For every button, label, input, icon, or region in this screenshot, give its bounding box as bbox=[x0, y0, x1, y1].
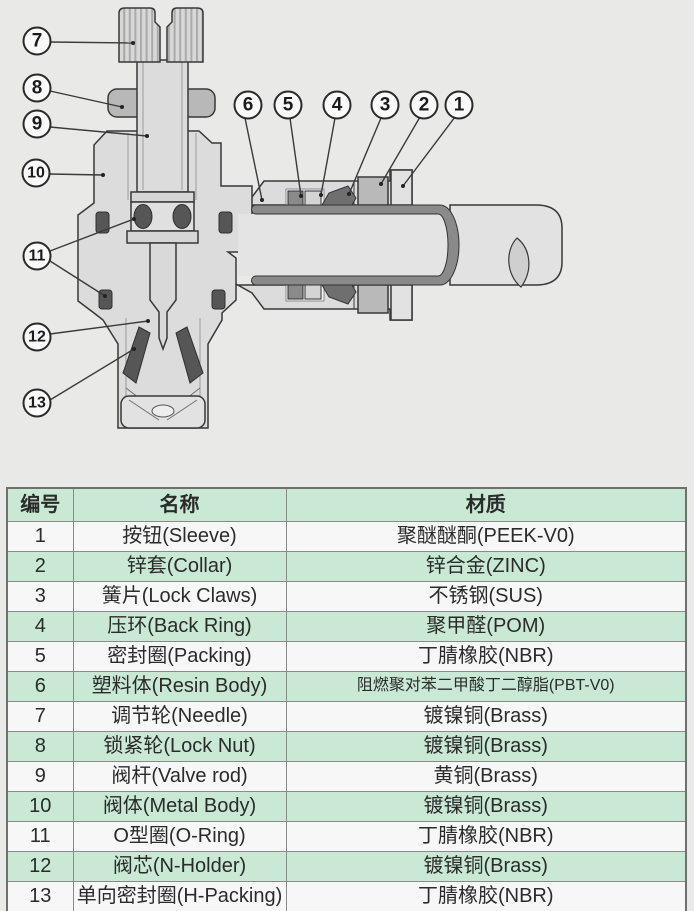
table-row: 12 阀芯(N-Holder) 镀镍铜(Brass) bbox=[6, 851, 687, 882]
callout-12-label: 12 bbox=[28, 329, 46, 346]
table-header-row: 编号 名称 材质 bbox=[6, 487, 687, 522]
callout-1-label: 1 bbox=[454, 95, 465, 116]
header-material: 材质 bbox=[285, 487, 687, 522]
callout-8: 8 bbox=[22, 73, 52, 103]
row-material-cell: 丁腈橡胶(NBR) bbox=[285, 641, 687, 672]
valve-cross-section-diagram: 7 8 9 10 11 12 13 6 bbox=[21, 7, 563, 429]
row-name-cell: 阀体(Metal Body) bbox=[72, 791, 287, 822]
row-id-cell: 8 bbox=[6, 731, 74, 762]
callout-10: 10 bbox=[21, 158, 51, 188]
callout-5-label: 5 bbox=[283, 95, 294, 116]
rod-o-ring-left bbox=[133, 204, 153, 229]
rod-o-ring-right bbox=[172, 204, 192, 229]
back-ring bbox=[304, 190, 322, 300]
row-name-cell: 按钮(Sleeve) bbox=[72, 521, 287, 552]
row-id-cell: 10 bbox=[6, 791, 74, 822]
row-id-cell: 9 bbox=[6, 761, 74, 792]
table-row: 4 压环(Back Ring) 聚甲醛(POM) bbox=[6, 611, 687, 642]
callout-4: 4 bbox=[322, 90, 352, 120]
table-row: 10 阀体(Metal Body) 镀镍铜(Brass) bbox=[6, 791, 687, 822]
row-material-cell: 不锈钢(SUS) bbox=[285, 581, 687, 612]
callout-7-label: 7 bbox=[32, 31, 43, 52]
row-material-cell: 黄铜(Brass) bbox=[285, 761, 687, 792]
callout-12: 12 bbox=[22, 322, 52, 352]
table-row: 8 锁紧轮(Lock Nut) 镀镍铜(Brass) bbox=[6, 731, 687, 762]
row-id-cell: 7 bbox=[6, 701, 74, 732]
row-name-cell: 锁紧轮(Lock Nut) bbox=[72, 731, 287, 762]
callout-1: 1 bbox=[444, 90, 474, 120]
table-row: 9 阀杆(Valve rod) 黄铜(Brass) bbox=[6, 761, 687, 792]
callout-11-label: 11 bbox=[29, 248, 46, 265]
row-material-cell: 聚甲醛(POM) bbox=[285, 611, 687, 642]
callout-6: 6 bbox=[233, 90, 263, 120]
row-material-cell: 锌合金(ZINC) bbox=[285, 551, 687, 582]
callout-4-label: 4 bbox=[332, 95, 343, 116]
row-material-cell: 镀镍铜(Brass) bbox=[285, 701, 687, 732]
row-id-cell: 4 bbox=[6, 611, 74, 642]
row-material-cell: 阻燃聚对苯二甲酸丁二醇脂(PBT-V0) bbox=[285, 671, 687, 702]
row-name-cell: 簧片(Lock Claws) bbox=[72, 581, 287, 612]
callout-6-label: 6 bbox=[243, 95, 254, 116]
callout-3-label: 3 bbox=[380, 95, 391, 116]
row-name-cell: 压环(Back Ring) bbox=[72, 611, 287, 642]
header-id: 编号 bbox=[6, 487, 74, 522]
callout-8-label: 8 bbox=[32, 78, 43, 99]
bottom-cage bbox=[120, 387, 206, 429]
callout-7: 7 bbox=[22, 26, 52, 56]
tube bbox=[238, 204, 563, 288]
valve-rod bbox=[126, 59, 199, 244]
row-id-cell: 1 bbox=[6, 521, 74, 552]
callout-5: 5 bbox=[273, 90, 303, 120]
table-row: 7 调节轮(Needle) 镀镍铜(Brass) bbox=[6, 701, 687, 732]
callout-2-label: 2 bbox=[419, 95, 430, 116]
callout-9-label: 9 bbox=[32, 114, 43, 135]
row-id-cell: 11 bbox=[6, 821, 74, 852]
needle-knob bbox=[118, 7, 204, 63]
callout-10-label: 10 bbox=[27, 165, 45, 182]
table-row: 2 锌套(Collar) 锌合金(ZINC) bbox=[6, 551, 687, 582]
row-material-cell: 丁腈橡胶(NBR) bbox=[285, 821, 687, 852]
row-name-cell: 单向密封圈(H-Packing) bbox=[72, 881, 287, 911]
row-name-cell: 调节轮(Needle) bbox=[72, 701, 287, 732]
callout-3: 3 bbox=[370, 90, 400, 120]
packing-seal bbox=[287, 190, 304, 300]
table-row: 6 塑料体(Resin Body) 阻燃聚对苯二甲酸丁二醇脂(PBT-V0) bbox=[6, 671, 687, 702]
row-name-cell: 密封圈(Packing) bbox=[72, 641, 287, 672]
header-name: 名称 bbox=[72, 487, 287, 522]
row-name-cell: 阀杆(Valve rod) bbox=[72, 761, 287, 792]
callout-11: 11 bbox=[22, 241, 52, 271]
row-id-cell: 13 bbox=[6, 881, 74, 911]
row-id-cell: 12 bbox=[6, 851, 74, 882]
row-name-cell: O型圈(O-Ring) bbox=[72, 821, 287, 852]
parts-table: 编号 名称 材质 1 按钮(Sleeve) 聚醚醚酮(PEEK-V0) 2 锌套… bbox=[6, 487, 687, 911]
row-name-cell: 阀芯(N-Holder) bbox=[72, 851, 287, 882]
table-row: 11 O型圈(O-Ring) 丁腈橡胶(NBR) bbox=[6, 821, 687, 852]
callout-2: 2 bbox=[409, 90, 439, 120]
valve-core-needle bbox=[149, 242, 177, 352]
tube-wall-section bbox=[251, 204, 460, 286]
row-name-cell: 锌套(Collar) bbox=[72, 551, 287, 582]
row-material-cell: 丁腈橡胶(NBR) bbox=[285, 881, 687, 911]
table-row: 3 簧片(Lock Claws) 不锈钢(SUS) bbox=[6, 581, 687, 612]
table-row: 5 密封圈(Packing) 丁腈橡胶(NBR) bbox=[6, 641, 687, 672]
leader-lines bbox=[48, 41, 456, 401]
row-id-cell: 6 bbox=[6, 671, 74, 702]
h-packing-seal bbox=[122, 326, 204, 384]
row-material-cell: 镀镍铜(Brass) bbox=[285, 791, 687, 822]
row-id-cell: 2 bbox=[6, 551, 74, 582]
row-material-cell: 镀镍铜(Brass) bbox=[285, 851, 687, 882]
row-name-cell: 塑料体(Resin Body) bbox=[72, 671, 287, 702]
callout-13: 13 bbox=[22, 388, 52, 418]
row-id-cell: 3 bbox=[6, 581, 74, 612]
table-row: 1 按钮(Sleeve) 聚醚醚酮(PEEK-V0) bbox=[6, 521, 687, 552]
row-id-cell: 5 bbox=[6, 641, 74, 672]
row-material-cell: 聚醚醚酮(PEEK-V0) bbox=[285, 521, 687, 552]
callout-9: 9 bbox=[22, 109, 52, 139]
row-material-cell: 镀镍铜(Brass) bbox=[285, 731, 687, 762]
callout-13-label: 13 bbox=[28, 395, 46, 412]
tube-bore-opening bbox=[508, 237, 530, 288]
table-row: 13 单向密封圈(H-Packing) 丁腈橡胶(NBR) bbox=[6, 881, 687, 911]
